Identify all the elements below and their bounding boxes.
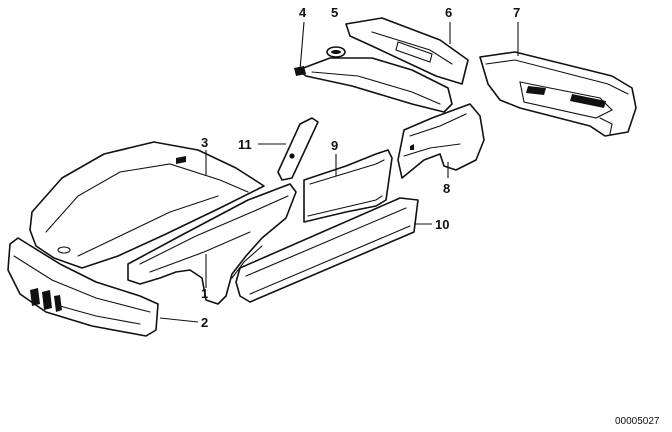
callout-10: 10 <box>435 217 449 232</box>
front-body-panel-part <box>127 183 297 305</box>
rear-bumper-part <box>479 51 637 137</box>
callout-3: 3 <box>201 135 208 150</box>
door-panel-part <box>303 149 393 223</box>
callout-4: 4 <box>299 5 307 20</box>
callout-8: 8 <box>443 181 450 196</box>
top-cover-part <box>294 57 453 113</box>
callout-9: 9 <box>331 138 338 153</box>
callout-2: 2 <box>201 315 208 330</box>
callout-6: 6 <box>445 5 452 20</box>
leader-line-2 <box>159 317 199 323</box>
leader-line-4 <box>299 21 305 71</box>
trunk-lid-part <box>345 17 469 85</box>
callout-11: 11 <box>238 137 252 152</box>
callout-5: 5 <box>331 5 338 20</box>
side-sill-part <box>235 197 419 303</box>
a-pillar-trim-part <box>277 117 319 181</box>
front-bumper-part <box>7 237 159 337</box>
rear-side-panel-part <box>397 103 485 179</box>
callout-1: 1 <box>201 286 208 301</box>
cap-part <box>326 46 346 58</box>
diagram-reference-code: 00005027 <box>615 416 660 427</box>
callout-7: 7 <box>513 5 520 20</box>
